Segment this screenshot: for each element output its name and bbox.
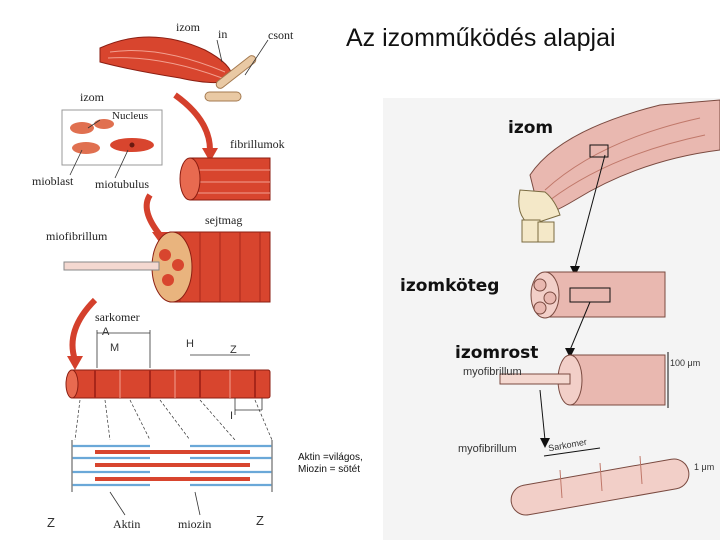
label-myofibrillum-1: myofibrillum [463,366,522,378]
label-Z-left: Z [47,515,55,530]
sarcomere-rod [65,330,271,399]
label-miofibrillum: miofibrillum [46,229,108,243]
whole-muscle-illustration [99,36,269,102]
label-aktin: Aktin [113,517,141,531]
label-in: in [218,27,228,41]
legend-note-line2: Miozin = sötét [298,464,360,475]
label-Z-mid: Z [230,344,237,356]
label-100um: 100 μm [670,358,701,368]
label-izom-right: izom [508,118,554,138]
label-Z-right: Z [256,513,264,528]
label-I: I [230,410,234,422]
label-izomkoteg: izomköteg [400,276,500,296]
label-mioblast: mioblast [32,174,74,188]
actin-myosin-filaments [70,440,275,516]
legend-note-line1: Aktin =világos, [298,452,363,463]
label-csont: csont [268,28,294,42]
label-miotubulus: miotubulus [95,177,150,191]
label-izomrost: izomrost [455,343,539,363]
label-sarkomer: sarkomer [95,310,140,324]
label-sejtmag: sejtmag [205,213,243,227]
fibril-bundle [179,157,271,201]
myofibril-illustration [510,447,690,516]
fiber-illustration [499,352,669,448]
page-title: Az izomműködés alapjai [346,24,616,52]
arrow-1 [173,92,213,151]
label-fibrillumok: fibrillumok [230,137,285,151]
legend-note: Aktin =világos, Miozin = sötét [298,452,363,476]
label-M: M [110,342,120,354]
myofibril-cylinder [63,231,271,303]
label-izom-mid: izom [80,90,104,104]
arm-illustration [518,99,720,276]
label-A: A [102,326,110,338]
myoblast-cells [61,109,163,179]
label-1um: 1 μm [694,462,715,472]
label-nucleus: Nucleus [112,110,149,122]
label-H: H [186,338,194,350]
label-miozin: miozin [178,517,212,531]
label-izom-top: izom [176,20,200,34]
fascicle-illustration [530,271,666,358]
label-myofibrillum-2: myofibrillum [458,443,517,455]
